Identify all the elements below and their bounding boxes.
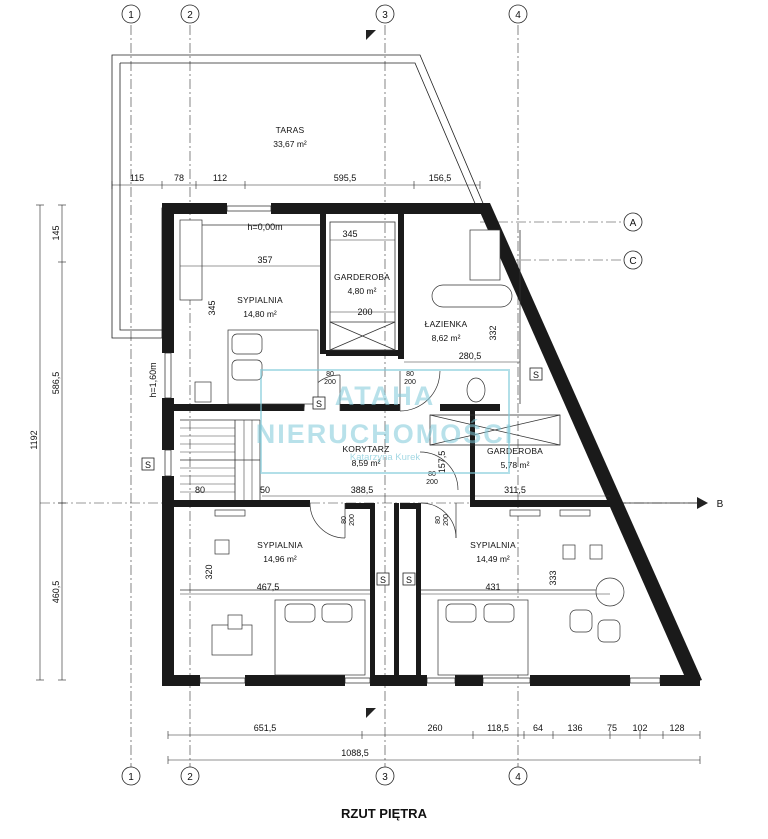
door-tag-height-1: 200 [324,379,336,386]
axis-label-3-bottom: 3 [382,772,388,783]
dim-bottom-total: 1088,5 [341,748,369,758]
dim-top-1565: 156,5 [429,173,452,183]
dim-bottom-128: 128 [669,723,684,733]
axis-label-a: A [630,218,637,229]
dim-345-bedroom: 345 [207,300,217,315]
dim-left-5865: 586,5 [51,372,61,395]
room-area-garderoba-n: 4,80 m² [348,286,377,296]
dim-4675: 467,5 [257,582,280,592]
height-label-h160: h=1,60m [148,362,158,397]
watermark-line1: ATAHA [335,381,435,411]
dim-332: 332 [488,325,498,340]
s-marker-shaft-1: S [380,575,386,585]
dim-1575: 157,5 [437,451,447,474]
watermark-line3: Katarzyna Kurek [350,452,420,463]
door-tag-width-4: 80 [341,516,348,524]
room-name-sypialnia-se: SYPIALNIA [470,540,516,550]
door-tag-height-2: 200 [404,379,416,386]
s-marker-shaft-2: S [406,575,412,585]
height-label-h0: h=0,00m [247,222,282,232]
dim-bottom-75: 75 [607,723,617,733]
dim-bottom-64: 64 [533,723,543,733]
door-tag-width-1: 80 [326,371,334,378]
room-area-sypialnia-se: 14,49 m² [476,554,510,564]
watermark: ATAHA NIERUCHOMOŚCI Katarzyna Kurek [256,369,515,474]
room-area-lazienka: 8,62 m² [432,333,461,343]
interior-walls [174,214,610,675]
dim-320: 320 [204,564,214,579]
room-name-garderoba-e: GARDEROBA [487,446,543,456]
room-name-sypialnia-nw: SYPIALNIA [237,295,283,305]
interior-dimension-lines [180,239,610,595]
staircase [180,420,253,500]
axis-label-2-bottom: 2 [187,772,193,783]
dim-2805: 280,5 [459,351,482,361]
s-marker-stairs: S [145,460,151,470]
s-marker-bathroom: S [533,370,539,380]
room-name-taras: TARAS [276,125,305,135]
room-name-garderoba-n: GARDEROBA [334,272,390,282]
dim-left-145: 145 [51,225,61,240]
door-tag-height-3: 200 [426,479,438,486]
room-name-lazienka: ŁAZIENKA [425,319,468,329]
axis-label-1-bottom: 1 [128,772,134,783]
dim-top-112: 112 [213,173,227,183]
door-tag-width-5: 80 [435,516,442,524]
room-name-sypialnia-sw: SYPIALNIA [257,540,303,550]
door-tag-width-2: 80 [406,371,414,378]
dim-357: 357 [257,255,272,265]
room-area-sypialnia-nw: 14,80 m² [243,309,277,319]
dim-333: 333 [548,570,558,585]
dim-200-wardrobe: 200 [357,307,372,317]
dim-431: 431 [485,582,500,592]
axis-bubbles [121,4,643,786]
room-area-taras: 33,67 m² [273,139,307,149]
dim-bottom-1185: 118,5 [487,723,509,733]
exterior-walls [162,203,702,686]
dim-top-5955: 595,5 [334,173,357,183]
interior-partitions [180,221,620,591]
axis-label-2-top: 2 [187,10,193,21]
dim-top-78: 78 [174,173,184,183]
dim-50-stairs: 50 [260,485,270,495]
ventilation-markers [141,367,543,586]
room-name-korytarz: KORYTARZ [342,444,389,454]
dim-3115: 311,5 [504,485,526,495]
dim-80-stairs: 80 [195,485,205,495]
left-dimension-lines [36,204,66,681]
door-swings [303,370,459,539]
room-area-korytarz: 8,59 m² [352,458,381,468]
windows [164,205,661,684]
dim-bottom-260: 260 [427,723,442,733]
dim-bottom-6515: 651,5 [254,723,277,733]
door-tag-width-3: 80 [428,471,436,478]
axis-label-1-top: 1 [128,10,134,21]
dim-top-115: 115 [130,173,144,183]
furniture [179,219,625,676]
dim-3885: 388,5 [351,485,374,495]
room-area-garderoba-e: 5,78 m² [501,460,530,470]
dim-left-4605: 460,5 [51,581,61,604]
s-marker-bedroom: S [316,399,322,409]
door-tag-height-4: 200 [349,514,356,526]
room-area-sypialnia-sw: 14,96 m² [263,554,297,564]
door-tag-height-5: 200 [443,514,450,526]
top-dimension-line [111,181,481,189]
page-title: RZUT PIĘTRA [341,806,428,821]
dim-bottom-136: 136 [567,723,582,733]
axis-label-4-bottom: 4 [515,772,521,783]
dim-left-total: 1192 [29,430,39,449]
dim-345-wardrobe: 345 [342,229,357,239]
axis-label-3-top: 3 [382,10,388,21]
bottom-dimension-lines [167,731,701,764]
axis-label-c: C [629,256,636,267]
axis-label-4-top: 4 [515,10,521,21]
watermark-line2: NIERUCHOMOŚCI [256,418,515,449]
dim-bottom-102: 102 [632,723,647,733]
axis-label-b: B [717,499,724,510]
